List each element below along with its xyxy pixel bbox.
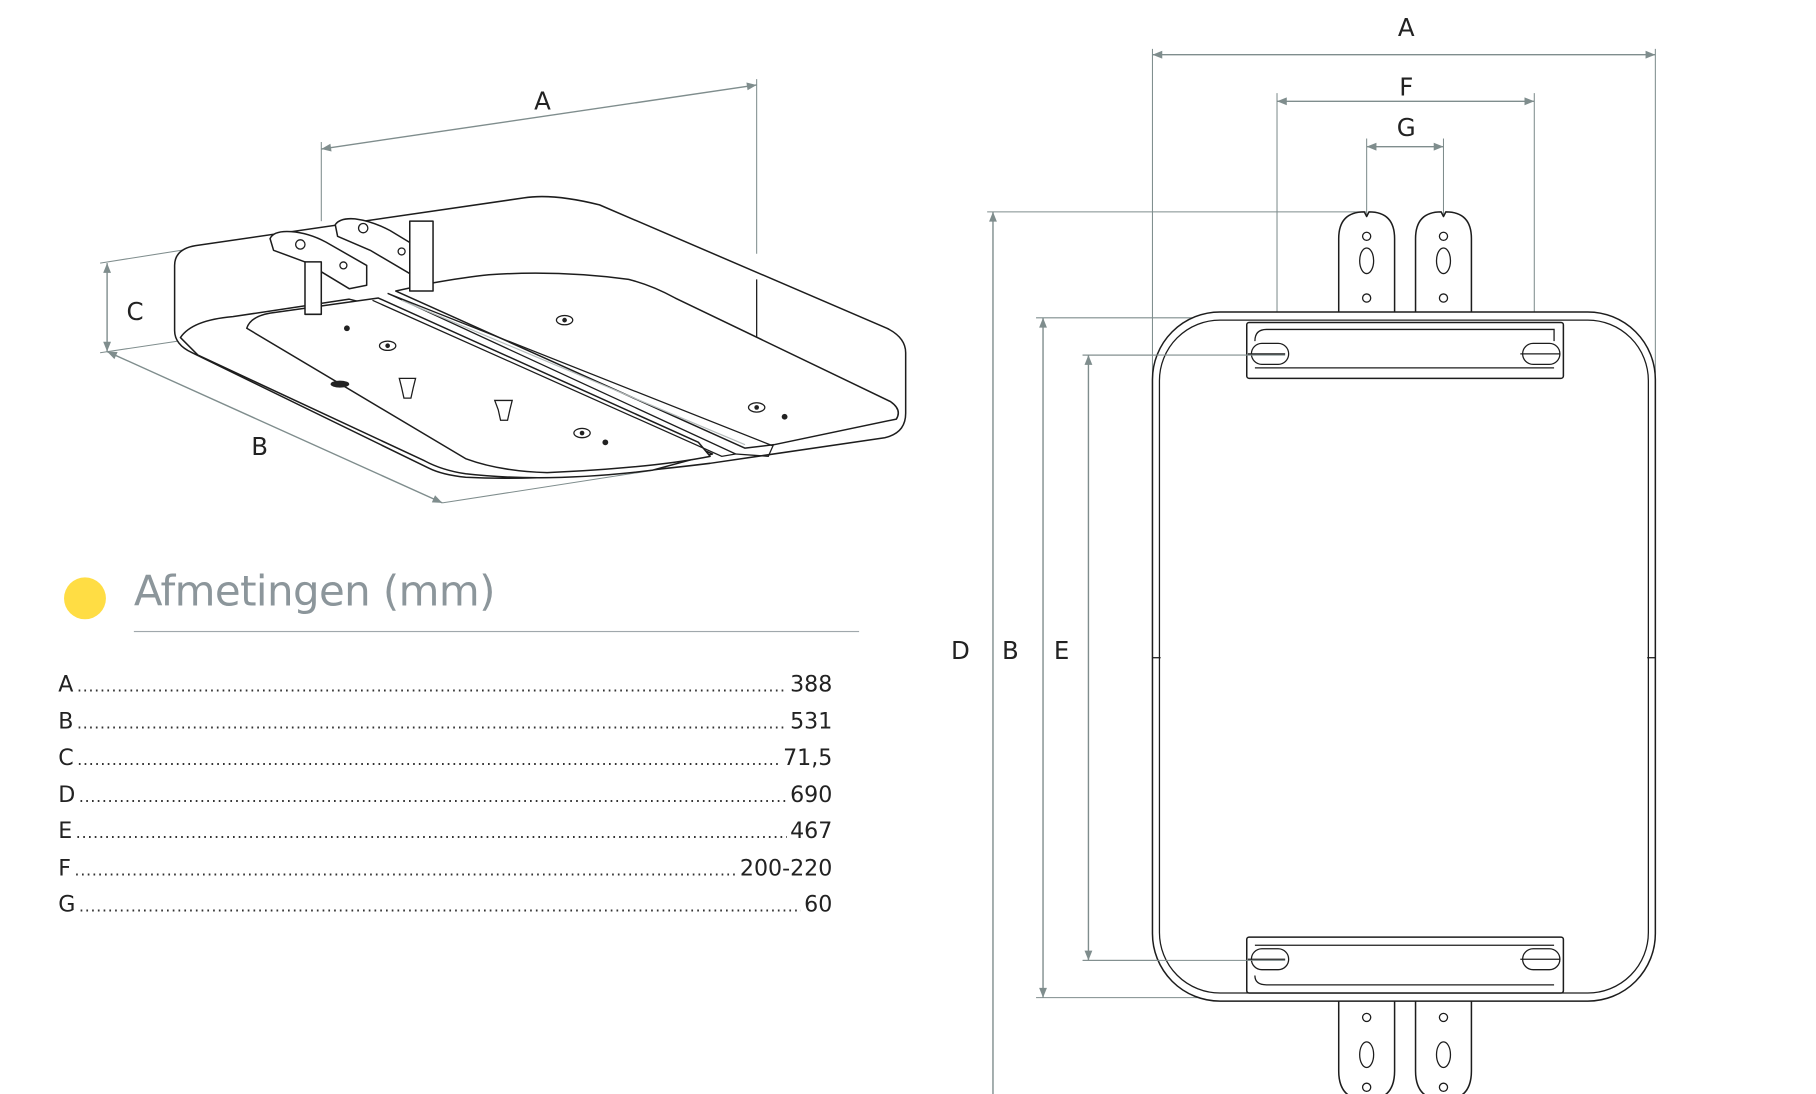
dim-a-line — [321, 82, 757, 152]
iso-label-b: B — [251, 432, 268, 461]
bracket-post-right — [409, 220, 434, 292]
dimension-key: D — [58, 781, 76, 808]
mounting-tabs-top — [1337, 211, 1473, 321]
dimension-value: 467 — [790, 818, 833, 844]
rail-groove — [401, 299, 746, 446]
section-title: Afmetingen (mm) — [133, 568, 496, 616]
dimension-row-d: D 690 — [58, 782, 832, 819]
dimension-row-c: C 71,5 — [58, 745, 832, 782]
bracket-top — [1245, 321, 1565, 380]
dimension-row-b: B 531 — [58, 708, 832, 745]
housing-outline — [1151, 311, 1657, 1002]
dimension-value: 60 — [804, 891, 833, 918]
dimension-row-a: A 388 — [58, 672, 832, 709]
mounting-rail-edge — [387, 292, 774, 457]
bracket-post-left — [304, 261, 323, 316]
bracket-hole — [295, 239, 306, 250]
dimension-key: G — [58, 891, 76, 918]
heading-divider — [133, 630, 860, 633]
dimension-key: F — [58, 855, 71, 881]
leader-dots — [76, 824, 787, 843]
top-label-a: A — [1398, 13, 1415, 42]
dimension-key: B — [58, 708, 74, 734]
iso-label-a: A — [534, 86, 551, 115]
leader-dots — [77, 714, 787, 733]
dim-c-extension-bottom — [100, 339, 187, 354]
dimension-row-e: E 467 — [58, 818, 832, 855]
dimension-value: 388 — [790, 671, 833, 698]
mounting-tabs-bottom — [1337, 991, 1473, 1094]
dimension-key: A — [58, 671, 74, 698]
leader-dots — [77, 678, 787, 697]
yellow-bullet-icon — [64, 577, 106, 620]
top-label-g: G — [1397, 113, 1416, 142]
leader-dots — [79, 898, 801, 917]
dimension-value: 690 — [790, 781, 833, 808]
top-label-e: E — [1054, 636, 1069, 665]
dim-b-line — [106, 350, 443, 504]
top-label-b: B — [1002, 636, 1019, 665]
pins — [398, 377, 514, 421]
dimension-row-g: G 60 — [58, 892, 832, 929]
bracket-hole — [397, 247, 406, 256]
mounting-rail — [372, 292, 738, 457]
bracket-bottom — [1245, 936, 1565, 994]
leader-dots — [74, 861, 736, 880]
dimension-value: 71,5 — [783, 745, 833, 771]
bracket-hole — [357, 222, 369, 234]
dimension-value: 200-220 — [739, 855, 833, 881]
dimension-value: 531 — [790, 708, 833, 734]
leader-dots — [77, 751, 779, 770]
top-bracket-left — [269, 230, 368, 290]
iso-label-c: C — [126, 297, 143, 326]
isometric-view: A C B — [100, 79, 907, 504]
top-label-f: F — [1399, 72, 1413, 101]
top-label-d: D — [951, 636, 970, 665]
dimension-key: C — [58, 745, 74, 771]
bracket-hole — [339, 261, 348, 270]
dimension-key: E — [58, 818, 73, 844]
top-view: A F G D B E — [951, 13, 1657, 1094]
dimensions-table: A 388 B 531 C 71,5 D 690 E 467 F 200-220 G 60 — [58, 672, 832, 929]
bottom-plate-inner — [246, 297, 711, 474]
bottom-plate-right — [395, 272, 900, 449]
screws — [330, 314, 788, 446]
dimension-row-f: F 200-220 — [58, 855, 832, 892]
leader-dots — [79, 788, 787, 807]
